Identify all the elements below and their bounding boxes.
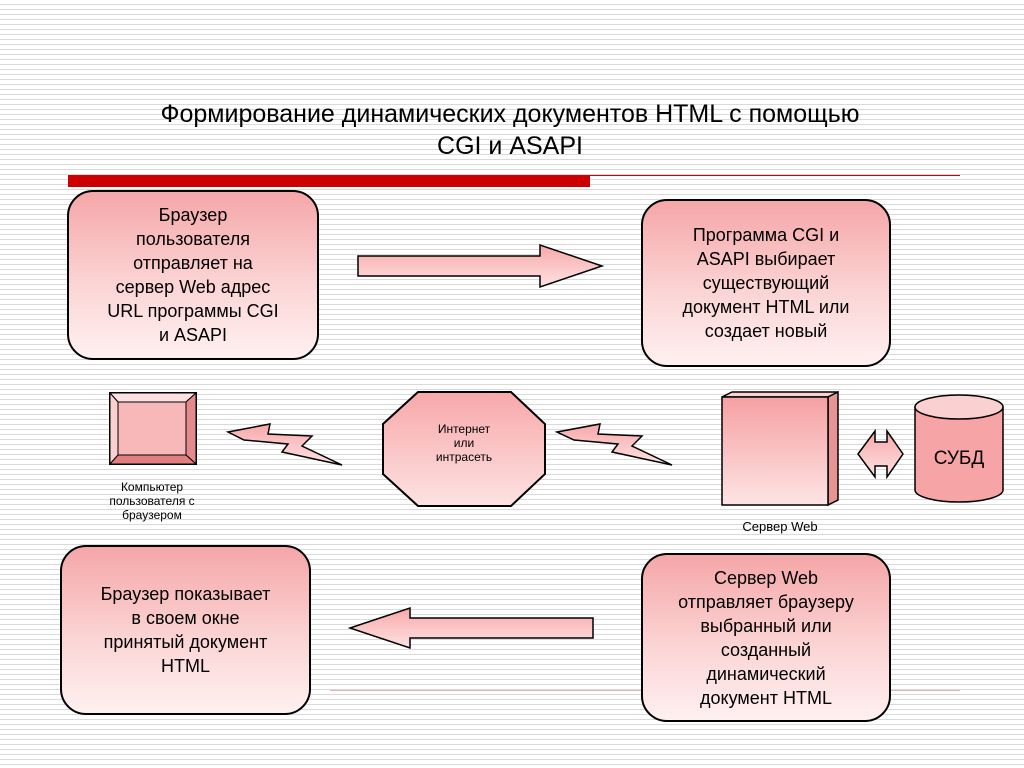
title-underline-bar: [68, 175, 590, 187]
title-line-1: Формирование динамических документов HTM…: [160, 100, 860, 128]
server-label: Сервер Web: [742, 519, 818, 534]
lightning-right-icon: [554, 423, 673, 466]
step-text-server-response: Сервер Web отправляет браузеру выбранный…: [678, 567, 854, 708]
computer-label: Компьютер пользователя с браузером: [109, 480, 195, 522]
step-box-server-response: Сервер Web отправляет браузеру выбранный…: [641, 553, 891, 722]
database-icon: [914, 394, 1004, 503]
internet-label: Интернет или интрасеть: [435, 422, 493, 464]
server-icon: [721, 390, 839, 507]
left-arrow: [347, 606, 594, 650]
step-box-cgi-program: Программа CGI и ASAPI выбирает существую…: [641, 199, 891, 367]
dbms-label: СУБД: [933, 448, 985, 469]
step-box-browser-display: Браузер показывает в своем окне принятый…: [60, 545, 311, 715]
step-text-cgi-program: Программа CGI и ASAPI выбирает существую…: [682, 225, 850, 341]
internet-octagon: [382, 391, 546, 507]
step-box-browser-request: Браузер пользователя отправляет на серве…: [67, 190, 319, 360]
slide-title: Формирование динамических документов HTM…: [60, 98, 960, 162]
title-line-2: CGI и ASAPI: [437, 132, 583, 160]
step-text-browser-request: Браузер пользователя отправляет на серве…: [107, 205, 279, 345]
computer-icon: [108, 391, 198, 466]
step-text-browser-display: Браузер показывает в своем окне принятый…: [100, 584, 271, 676]
double-arrow-icon: [857, 428, 904, 480]
lightning-left-icon: [225, 423, 343, 466]
right-arrow: [357, 243, 605, 289]
title-underline-rule: [590, 175, 960, 176]
